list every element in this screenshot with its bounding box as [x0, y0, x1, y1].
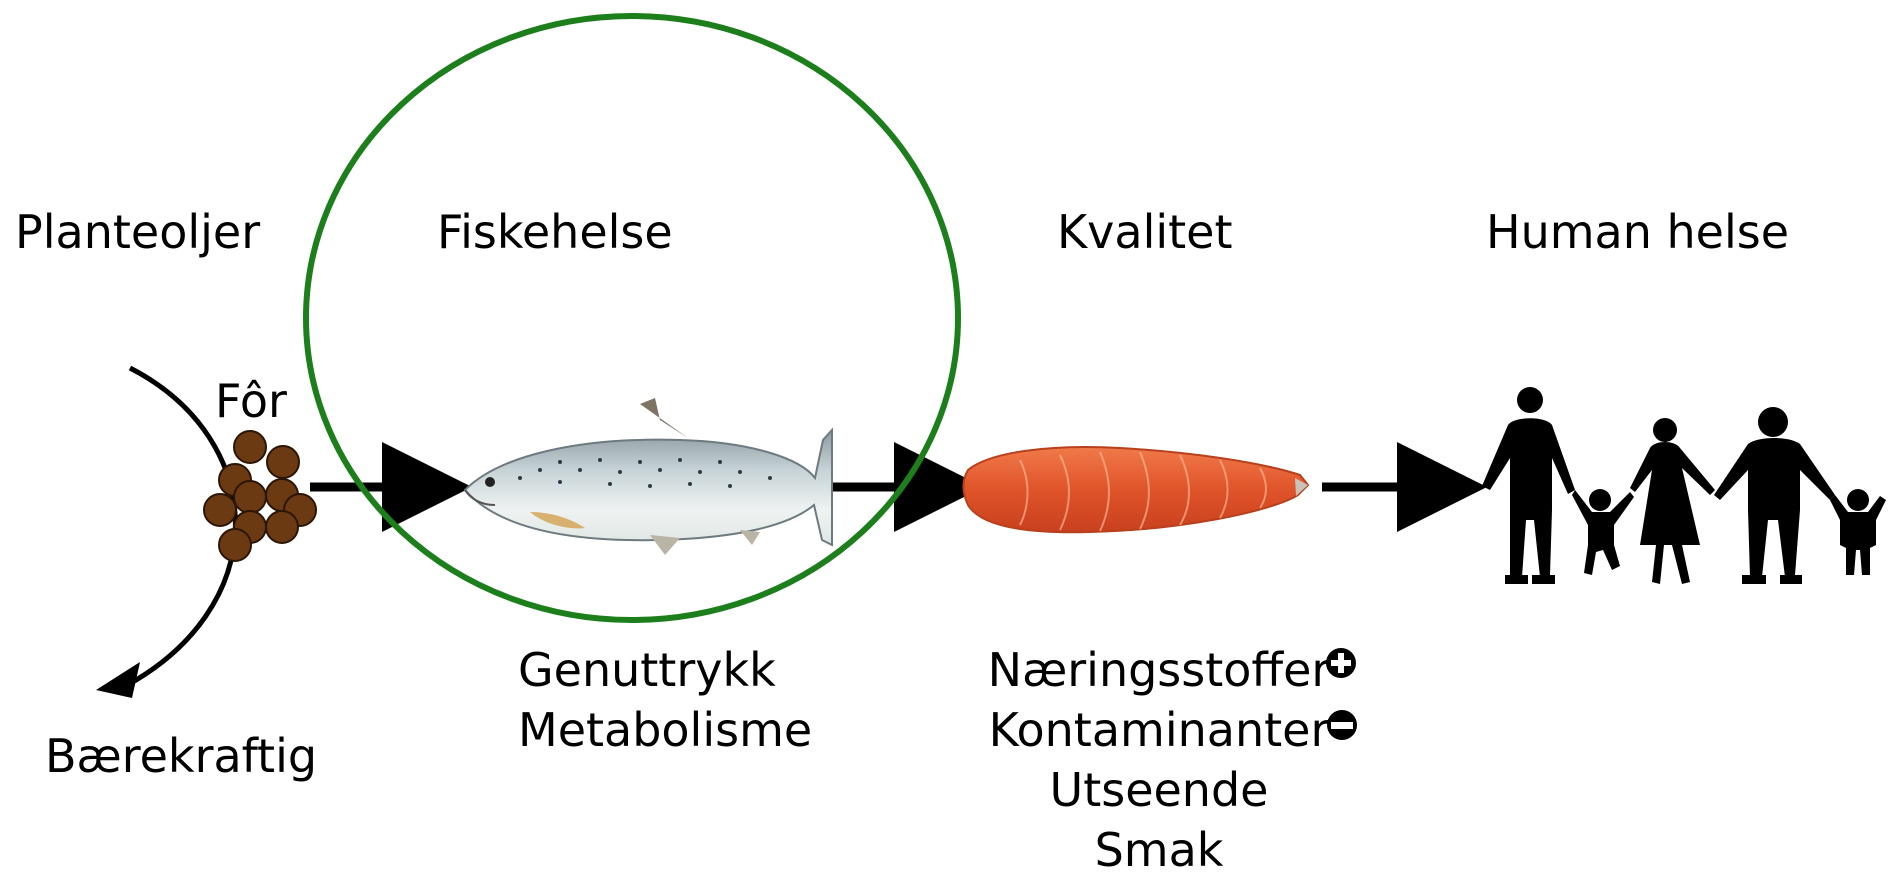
quality-list: Næringsstoffer Kontaminanter Utseende Sm… — [964, 640, 1354, 880]
feed-pellets-icon — [204, 431, 316, 561]
quality-item-kontaminanter: Kontaminanter — [964, 700, 1354, 760]
fish-health-item: Metabolisme — [518, 700, 812, 760]
fillet-icon — [964, 447, 1309, 532]
salmon-icon — [465, 398, 832, 555]
fish-health-item: Genuttrykk — [518, 640, 812, 700]
sustainability-label: Bærekraftig — [45, 730, 317, 783]
stage-label-planteoljer: Planteoljer — [15, 206, 260, 259]
quality-item-smak: Smak — [964, 820, 1354, 880]
stage-label-kvalitet: Kvalitet — [1057, 206, 1233, 259]
quality-item-utseende: Utseende — [964, 760, 1354, 820]
feed-label: Fôr — [215, 375, 287, 428]
fish-health-list: Genuttrykk Metabolisme — [518, 640, 812, 760]
quality-item-naeringsstoffer: Næringsstoffer — [964, 640, 1354, 700]
curved-arrowhead — [96, 662, 140, 698]
stage-label-fiskehelse: Fiskehelse — [437, 206, 673, 259]
stage-label-human-helse: Human helse — [1486, 206, 1789, 259]
family-silhouette-icon — [1482, 387, 1886, 584]
